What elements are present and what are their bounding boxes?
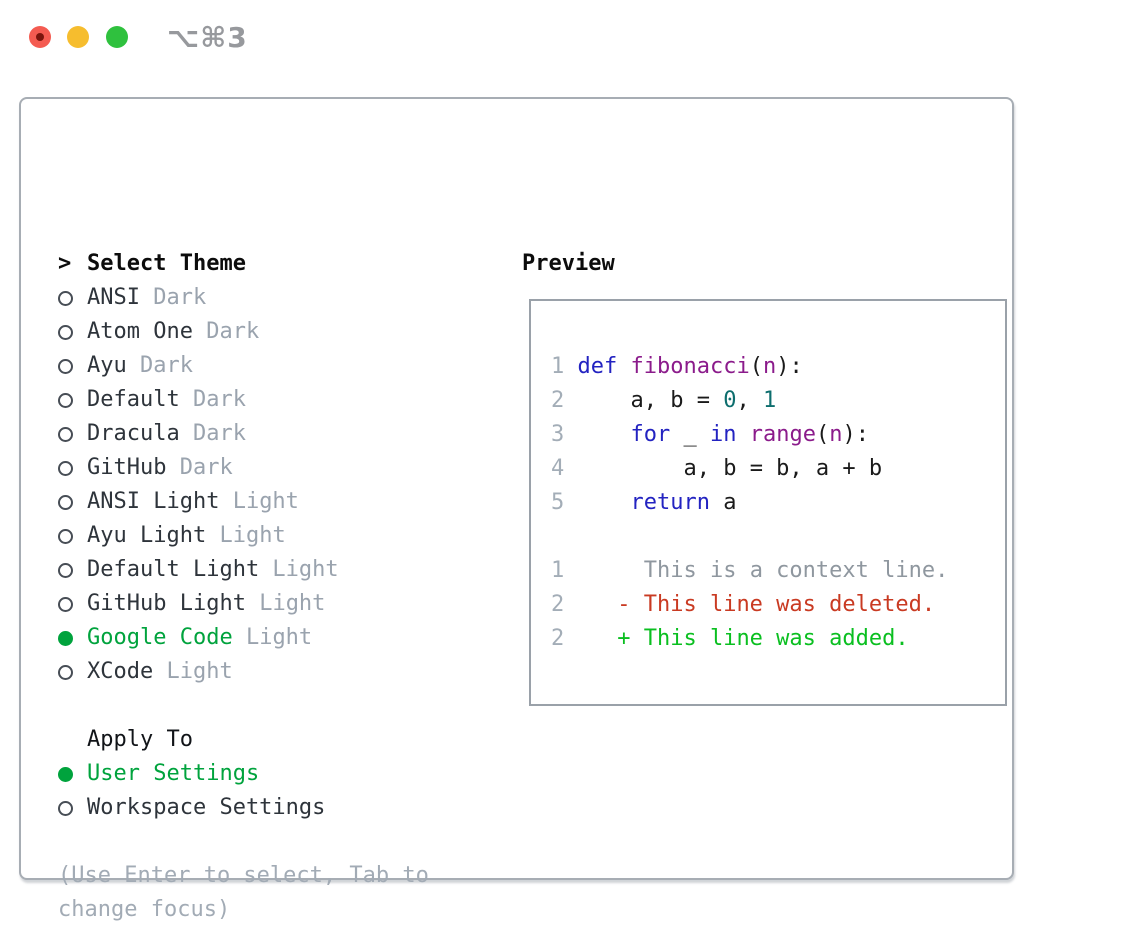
- radio-selected-icon: [58, 766, 73, 782]
- theme-variant-badge: Light: [232, 625, 313, 650]
- radio-unselected-icon: [58, 664, 73, 680]
- radio-unselected-icon: [58, 800, 73, 816]
- theme-option-label: GitHub: [87, 455, 167, 480]
- radio-unselected-icon: [58, 528, 73, 544]
- title-bar: ⌥⌘3: [0, 0, 1140, 75]
- radio-unselected-icon: [58, 426, 73, 442]
- theme-option-default[interactable]: Default Dark: [58, 383, 498, 417]
- theme-option-dracula[interactable]: Dracula Dark: [58, 417, 498, 451]
- theme-variant-badge: Light: [219, 489, 299, 514]
- code-line: 2 - This line was deleted.: [551, 592, 936, 617]
- modified-indicator-icon: [36, 33, 44, 41]
- radio-unselected-icon: [58, 290, 73, 306]
- theme-option-label: Dracula: [87, 421, 180, 446]
- theme-option-ansi[interactable]: ANSI Dark: [58, 281, 498, 315]
- hint-text: (Use Enter to select, Tab to change focu…: [58, 863, 429, 922]
- theme-option-ayu-light[interactable]: Ayu Light Light: [58, 519, 498, 553]
- apply-option-label: User Settings: [87, 761, 260, 786]
- theme-option-ansi-light[interactable]: ANSI Light Light: [58, 485, 498, 519]
- theme-option-label: XCode: [87, 659, 154, 684]
- theme-option-label: Default: [87, 387, 180, 412]
- theme-option-xcode[interactable]: XCode Light: [58, 655, 498, 689]
- radio-unselected-icon: [58, 460, 73, 476]
- code-line: 4 a, b = b, a + b: [551, 456, 883, 481]
- theme-option-label: Ayu: [87, 353, 127, 378]
- theme-option-label: Default Light: [87, 557, 260, 582]
- theme-option-google-code[interactable]: Google Code Light: [58, 621, 498, 655]
- select-theme-label: Select Theme: [87, 251, 246, 276]
- preview-pane: 1 def fibonacci(n): 2 a, b = 0, 1 3 for _ …: [529, 299, 1007, 706]
- theme-variant-badge: Light: [206, 523, 286, 548]
- minimize-button[interactable]: [67, 26, 89, 48]
- theme-variant-badge: Light: [259, 557, 339, 582]
- code-line: 2 a, b = 0, 1: [551, 388, 777, 413]
- radio-unselected-icon: [58, 358, 73, 374]
- code-line: 2 + This line was added.: [551, 626, 909, 651]
- apply-to-header: Apply To: [58, 723, 498, 757]
- code-line: 1 def fibonacci(n):: [551, 354, 803, 379]
- code-line: 1 This is a context line.: [551, 558, 949, 583]
- theme-variant-badge: Dark: [126, 353, 193, 378]
- theme-option-github[interactable]: GitHub Dark: [58, 451, 498, 485]
- theme-option-label: GitHub Light: [87, 591, 246, 616]
- code-line: 3 for _ in range(n):: [551, 422, 869, 447]
- radio-unselected-icon: [58, 324, 73, 340]
- radio-unselected-icon: [58, 562, 73, 578]
- theme-option-label: Atom One: [87, 319, 193, 344]
- window-title: ⌥⌘3: [167, 21, 248, 54]
- theme-variant-badge: Light: [245, 591, 326, 616]
- preview-title: Preview: [522, 251, 615, 276]
- theme-option-label: ANSI Light: [87, 489, 220, 514]
- theme-variant-badge: Dark: [139, 285, 207, 310]
- theme-option-ayu[interactable]: Ayu Dark: [58, 349, 498, 383]
- theme-variant-badge: Dark: [192, 319, 260, 344]
- code-preview: 1 def fibonacci(n): 2 a, b = 0, 1 3 for _ …: [551, 350, 1001, 656]
- apply-option-user-settings[interactable]: User Settings: [58, 757, 498, 791]
- radio-unselected-icon: [58, 596, 73, 612]
- theme-variant-badge: Dark: [179, 421, 246, 446]
- apply-option-workspace-settings[interactable]: Workspace Settings: [58, 791, 498, 825]
- theme-option-label: Ayu Light: [87, 523, 207, 548]
- zoom-button[interactable]: [106, 26, 128, 48]
- theme-variant-badge: Light: [153, 659, 233, 684]
- radio-unselected-icon: [58, 494, 73, 510]
- theme-variant-badge: Dark: [179, 387, 246, 412]
- code-line: [551, 520, 1001, 554]
- code-line: 5 return a: [551, 490, 737, 515]
- apply-to-label: Apply To: [87, 727, 193, 752]
- radio-unselected-icon: [58, 392, 73, 408]
- theme-option-atom-one[interactable]: Atom One Dark: [58, 315, 498, 349]
- theme-option-label: ANSI: [87, 285, 140, 310]
- prompt-icon: >: [58, 251, 72, 276]
- theme-option-default-light[interactable]: Default Light Light: [58, 553, 498, 587]
- radio-selected-icon: [58, 630, 73, 646]
- theme-variant-badge: Dark: [166, 455, 233, 480]
- close-button[interactable]: [29, 26, 51, 48]
- apply-option-label: Workspace Settings: [87, 795, 326, 820]
- theme-option-label: Google Code: [87, 625, 233, 650]
- theme-option-github-light[interactable]: GitHub Light Light: [58, 587, 498, 621]
- select-theme-header: > Select Theme: [58, 247, 498, 281]
